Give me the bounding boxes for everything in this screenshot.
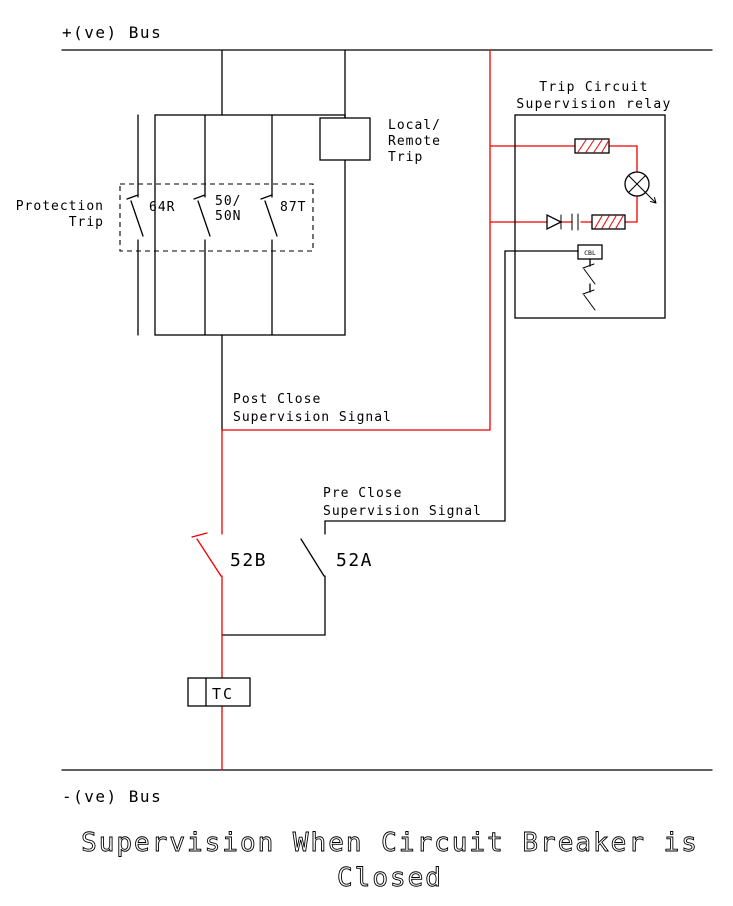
protection-trip-label-line2: Trip [69, 215, 104, 230]
contact-52b-label: 52B [230, 550, 267, 571]
protection-dashed-box [119, 183, 314, 252]
protection-trip-label-line1: Protection [16, 199, 104, 214]
capacitor-icon [571, 213, 579, 231]
contact-87t-icon [260, 194, 278, 237]
relay-box [514, 114, 666, 319]
protection-trip-section: Protection Trip 64R 50/ 50N 87T [16, 114, 346, 336]
local-remote-label-line1: Local/ [388, 118, 441, 133]
red-supervision-wiring [191, 49, 638, 771]
contact-52a-label: 52A [336, 550, 373, 571]
negative-bus-label: -(ve) Bus [62, 787, 162, 806]
relay-title-line2: Supervision relay [516, 97, 671, 112]
contact-52a-icon [300, 538, 325, 577]
trip-coil-section: TC [187, 677, 251, 707]
local-remote-trip-section: Local/ Remote Trip [319, 117, 441, 165]
trip-coil-label: TC [212, 685, 234, 703]
lamp-arrow [644, 191, 657, 204]
supervision-relay-section: Trip Circuit Supervision relay CBL [514, 80, 671, 319]
lamp-circle [624, 171, 650, 197]
lamp-icon [624, 171, 657, 204]
diagram-title: Supervision When Circuit Breaker is Clos… [81, 828, 699, 894]
diagram-title-line1: Supervision When Circuit Breaker is [81, 828, 699, 858]
pre-close-line1: Pre Close [323, 486, 402, 501]
relay-title-line1: Trip Circuit [539, 80, 649, 95]
relay-output-contact-1-icon [582, 263, 596, 285]
post-close-signal-label: Post Close Supervision Signal [233, 392, 392, 425]
protection-box [154, 114, 346, 336]
contact-64r-label: 64R [149, 200, 175, 215]
cbl-box [577, 244, 603, 260]
local-remote-label-line2: Remote [388, 134, 441, 149]
contact-64r-icon [126, 194, 144, 237]
contact-50-label-line2: 50N [215, 209, 241, 224]
diagram-title-line2: Closed [337, 863, 443, 893]
relay-output-contact-2-icon [582, 289, 596, 311]
contact-50-label-line1: 50/ [215, 194, 241, 209]
diode-triangle [546, 213, 563, 231]
post-close-line1: Post Close [233, 392, 321, 407]
resistor-mid-hatch [594, 215, 624, 229]
lamp-cross [628, 175, 646, 193]
resistor-top-icon [574, 138, 610, 154]
breaker-contacts-section: 52B 52A [230, 538, 373, 577]
cbl-label: CBL [584, 249, 596, 257]
local-remote-label-line3: Trip [388, 150, 423, 165]
resistor-top-hatch [577, 139, 610, 153]
positive-bus-label: +(ve) Bus [62, 23, 162, 42]
post-close-line2: Supervision Signal [233, 410, 392, 425]
pre-close-signal-label: Pre Close Supervision Signal [323, 486, 482, 519]
pre-close-line2: Supervision Signal [323, 504, 482, 519]
resistor-mid-icon [591, 214, 626, 230]
trip-coil-box [187, 677, 251, 707]
black-wiring [61, 49, 713, 771]
contact-50-50n-icon [193, 194, 211, 237]
diode-icon [546, 213, 563, 231]
local-remote-trip-box [319, 117, 371, 161]
contact-87t-label: 87T [280, 200, 306, 215]
